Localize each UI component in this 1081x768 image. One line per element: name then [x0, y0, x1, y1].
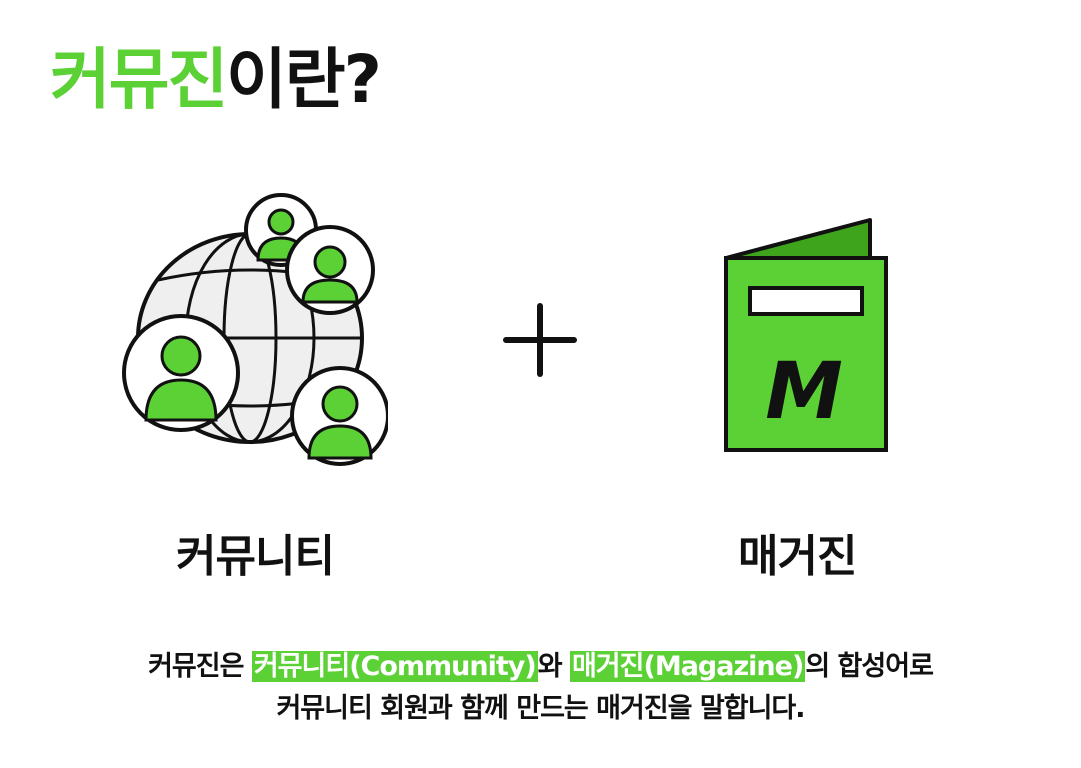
- title-rest: 이란?: [226, 41, 382, 118]
- description-line-1: 커뮤진은 커뮤니티(Community)와 매거진(Magazine)의 합성어…: [40, 646, 1041, 688]
- community-highlight: 커뮤니티(Community): [251, 651, 538, 682]
- community-label: 커뮤니티: [176, 531, 335, 582]
- magazine-icon: M: [724, 218, 888, 452]
- title-highlight: 커뮤진: [50, 41, 228, 118]
- avatar-upper-right: [285, 225, 375, 315]
- description-text-3: 의 합성어로: [805, 651, 934, 682]
- globe-people-icon: [122, 193, 388, 466]
- description-line-2: 커뮤니티 회원과 함께 만드는 매거진을 말합니다.: [276, 693, 805, 724]
- plus-icon: [503, 303, 577, 377]
- description-text-1: 커뮤진은: [148, 651, 252, 682]
- avatar-lower-right: [290, 366, 388, 466]
- description: 커뮤진은 커뮤니티(Community)와 매거진(Magazine)의 합성어…: [40, 646, 1041, 730]
- magazine-letter: M: [765, 347, 843, 437]
- page-title: 커뮤진이란?: [50, 41, 382, 118]
- avatar-large-left: [122, 314, 240, 432]
- description-text-2: 와: [537, 651, 570, 682]
- magazine-label: 매거진: [738, 531, 857, 582]
- magazine-highlight: 매거진(Magazine): [569, 651, 806, 682]
